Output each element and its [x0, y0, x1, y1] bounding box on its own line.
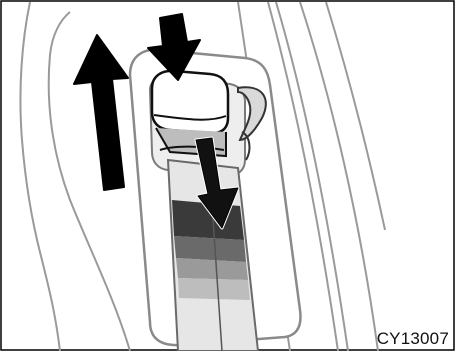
- up-arrow-icon: [74, 35, 128, 190]
- figure-code: CY13007: [377, 329, 449, 349]
